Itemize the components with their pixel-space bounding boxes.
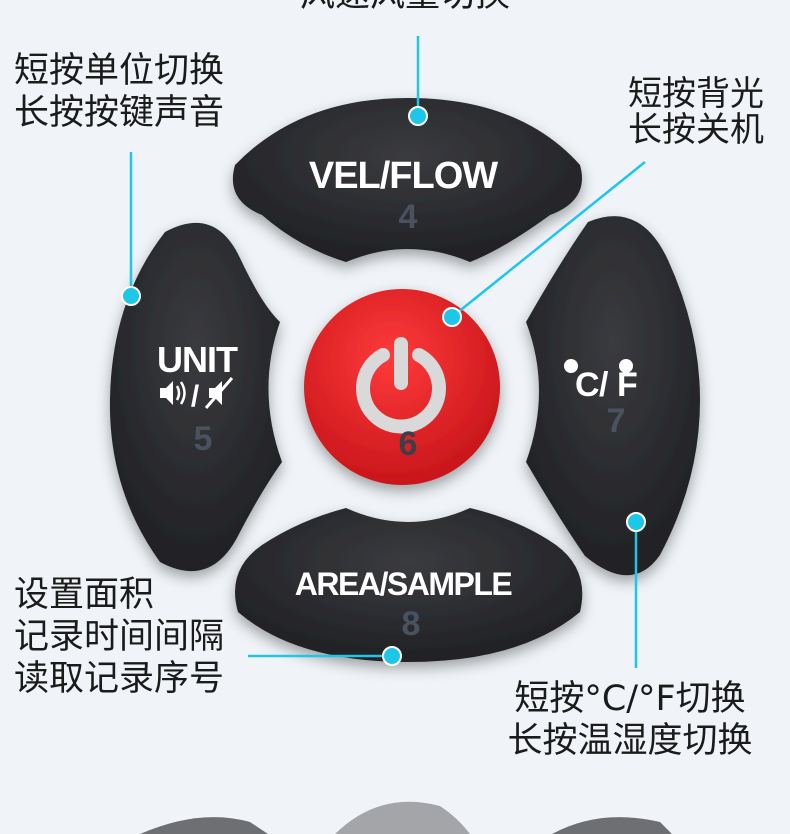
bottom-partial-button-right	[552, 817, 672, 834]
area-sample-button[interactable]	[235, 508, 583, 662]
temp-unit-button[interactable]	[526, 216, 700, 576]
bottom-partial-button-left	[140, 817, 268, 834]
vel-flow-button-label: VEL/FLOW	[309, 155, 498, 197]
area-sample-button-label: AREA/SAMPLE	[295, 566, 513, 602]
callout-dot-area	[382, 646, 402, 666]
unit-button-label: UNIT	[157, 339, 238, 380]
temp-annotation-line2: 长按温湿度切换	[507, 721, 753, 761]
callout-lines	[129, 36, 646, 668]
callout-dots	[121, 106, 646, 666]
area-annotation-line1: 设置面积	[14, 575, 155, 615]
temp-unit-button-number: 7	[607, 402, 626, 440]
vel-flow-button[interactable]	[232, 98, 582, 262]
area-annotation-line3: 读取记录序号	[14, 659, 225, 699]
vel-flow-annotation: 风速风量切换	[300, 0, 510, 16]
area-sample-button-number: 8	[402, 605, 421, 643]
vel-flow-button-number: 4	[399, 198, 418, 236]
power-annotation-line1: 短按背光	[628, 74, 764, 114]
temp-annotation-line1: 短按°C/°F切换	[514, 679, 746, 719]
area-annotation-line2: 记录时间间隔	[14, 617, 225, 657]
unit-button-number: 5	[194, 420, 213, 458]
power-annotation: 短按背光 长按关机	[628, 76, 764, 148]
unit-annotation-line2: 长按按键声音	[14, 93, 225, 133]
sound-on-icon	[160, 381, 186, 405]
bottom-partial-button-center	[335, 801, 470, 834]
power-button-number: 6	[399, 425, 418, 463]
temp-unit-button-label: C/ F	[575, 366, 637, 404]
sound-off-icon	[204, 377, 234, 409]
callout-dot-temp	[626, 512, 646, 532]
power-icon	[356, 337, 446, 434]
vel-flow-annotation-line: 风速风量切换	[300, 0, 510, 16]
unit-annotation: 短按单位切换 长按按键声音	[14, 50, 224, 134]
area-annotation: 设置面积 记录时间间隔 读取记录序号	[14, 574, 224, 700]
callout-dot-unit	[121, 286, 141, 306]
power-annotation-line2: 长按关机	[628, 110, 764, 150]
unit-button[interactable]	[109, 222, 282, 572]
callout-dot-vel-flow	[408, 106, 428, 126]
degree-symbol-fahrenheit	[619, 359, 633, 373]
callout-dot-power	[442, 307, 462, 327]
degree-symbol-celsius	[564, 359, 578, 373]
unit-sound-separator: /	[191, 380, 200, 413]
callout-line-power	[451, 161, 646, 318]
temp-annotation: 短按°C/°F切换 长按温湿度切换	[500, 678, 760, 762]
unit-annotation-line1: 短按单位切换	[14, 51, 225, 91]
